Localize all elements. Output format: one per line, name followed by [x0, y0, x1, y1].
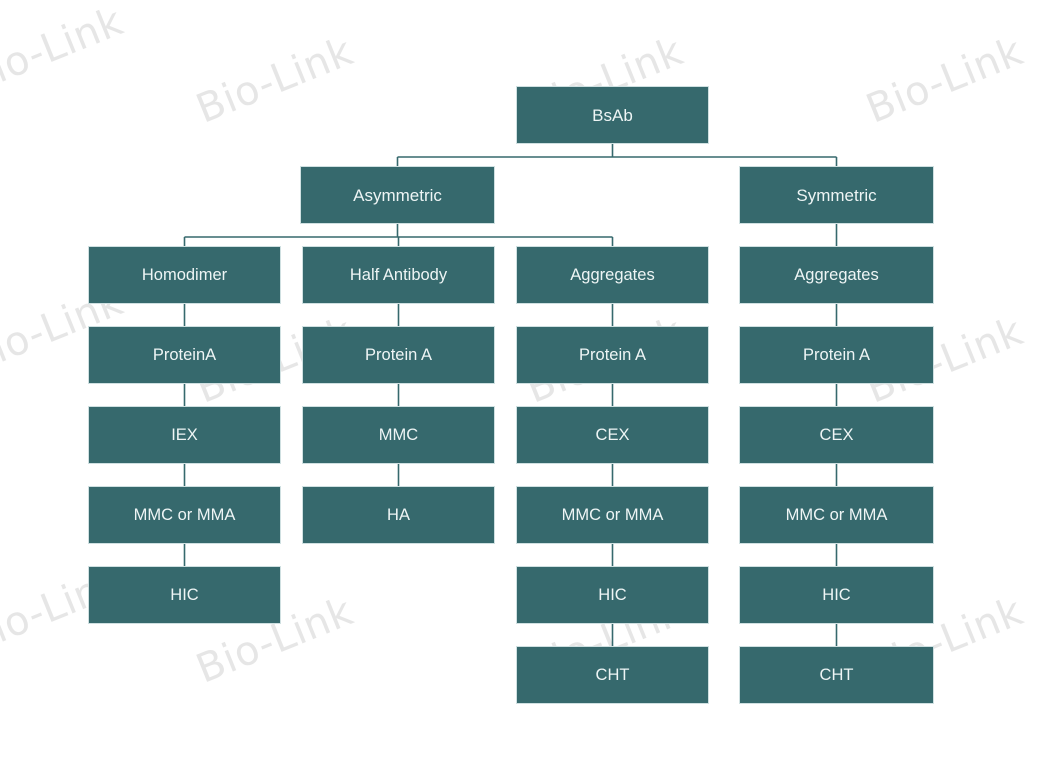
node-asymmetric-aggregates-column-step-5[interactable]: CHT: [516, 646, 709, 704]
node-level2-asymmetric[interactable]: Asymmetric: [300, 166, 495, 224]
node-label: CHT: [595, 665, 630, 684]
node-half-antibody-column-step-1[interactable]: Protein A: [302, 326, 495, 384]
node-label: MMC or MMA: [785, 505, 888, 524]
node-half-antibody-column-step-3[interactable]: HA: [302, 486, 495, 544]
node-symmetric-aggregates-column-step-1[interactable]: Protein A: [739, 326, 934, 384]
node-label: Half Antibody: [349, 265, 448, 284]
node-label: BsAb: [592, 105, 633, 125]
node-label: Symmetric: [796, 185, 877, 205]
node-label: HIC: [170, 585, 199, 604]
node-label: Asymmetric: [353, 185, 442, 205]
node-asymmetric-aggregates-column-step-0[interactable]: Aggregates: [516, 246, 709, 304]
node-label: CEX: [819, 425, 854, 444]
node-symmetric-aggregates-column-step-0[interactable]: Aggregates: [739, 246, 934, 304]
node-label: Aggregates: [570, 265, 655, 284]
node-label: Homodimer: [141, 265, 228, 284]
node-label: MMC or MMA: [561, 505, 664, 524]
node-symmetric-aggregates-column-step-2[interactable]: CEX: [739, 406, 934, 464]
node-label: HIC: [598, 585, 627, 604]
node-symmetric-aggregates-column-step-4[interactable]: HIC: [739, 566, 934, 624]
node-label: HIC: [822, 585, 851, 604]
node-symmetric-aggregates-column-step-5[interactable]: CHT: [739, 646, 934, 704]
node-half-antibody-column-step-0[interactable]: Half Antibody: [302, 246, 495, 304]
node-label: Protein A: [803, 345, 870, 364]
node-label: CEX: [595, 425, 630, 444]
node-label: MMC: [378, 425, 419, 444]
node-asymmetric-aggregates-column-step-4[interactable]: HIC: [516, 566, 709, 624]
node-asymmetric-aggregates-column-step-2[interactable]: CEX: [516, 406, 709, 464]
node-symmetric-aggregates-column-step-3[interactable]: MMC or MMA: [739, 486, 934, 544]
node-homodimer-column-step-4[interactable]: HIC: [88, 566, 281, 624]
node-half-antibody-column-step-2[interactable]: MMC: [302, 406, 495, 464]
node-homodimer-column-step-0[interactable]: Homodimer: [88, 246, 281, 304]
node-homodimer-column-step-1[interactable]: ProteinA: [88, 326, 281, 384]
node-label: Protein A: [579, 345, 646, 364]
node-homodimer-column-step-3[interactable]: MMC or MMA: [88, 486, 281, 544]
node-label: CHT: [819, 665, 854, 684]
node-homodimer-column-step-2[interactable]: IEX: [88, 406, 281, 464]
node-level2-symmetric[interactable]: Symmetric: [739, 166, 934, 224]
node-root-bsab[interactable]: BsAb: [516, 86, 709, 144]
node-label: HA: [387, 505, 410, 524]
node-label: IEX: [171, 425, 198, 444]
node-label: Aggregates: [794, 265, 879, 284]
node-label: ProteinA: [152, 345, 217, 364]
node-asymmetric-aggregates-column-step-3[interactable]: MMC or MMA: [516, 486, 709, 544]
node-asymmetric-aggregates-column-step-1[interactable]: Protein A: [516, 326, 709, 384]
node-label: Protein A: [365, 345, 432, 364]
node-label: MMC or MMA: [133, 505, 236, 524]
